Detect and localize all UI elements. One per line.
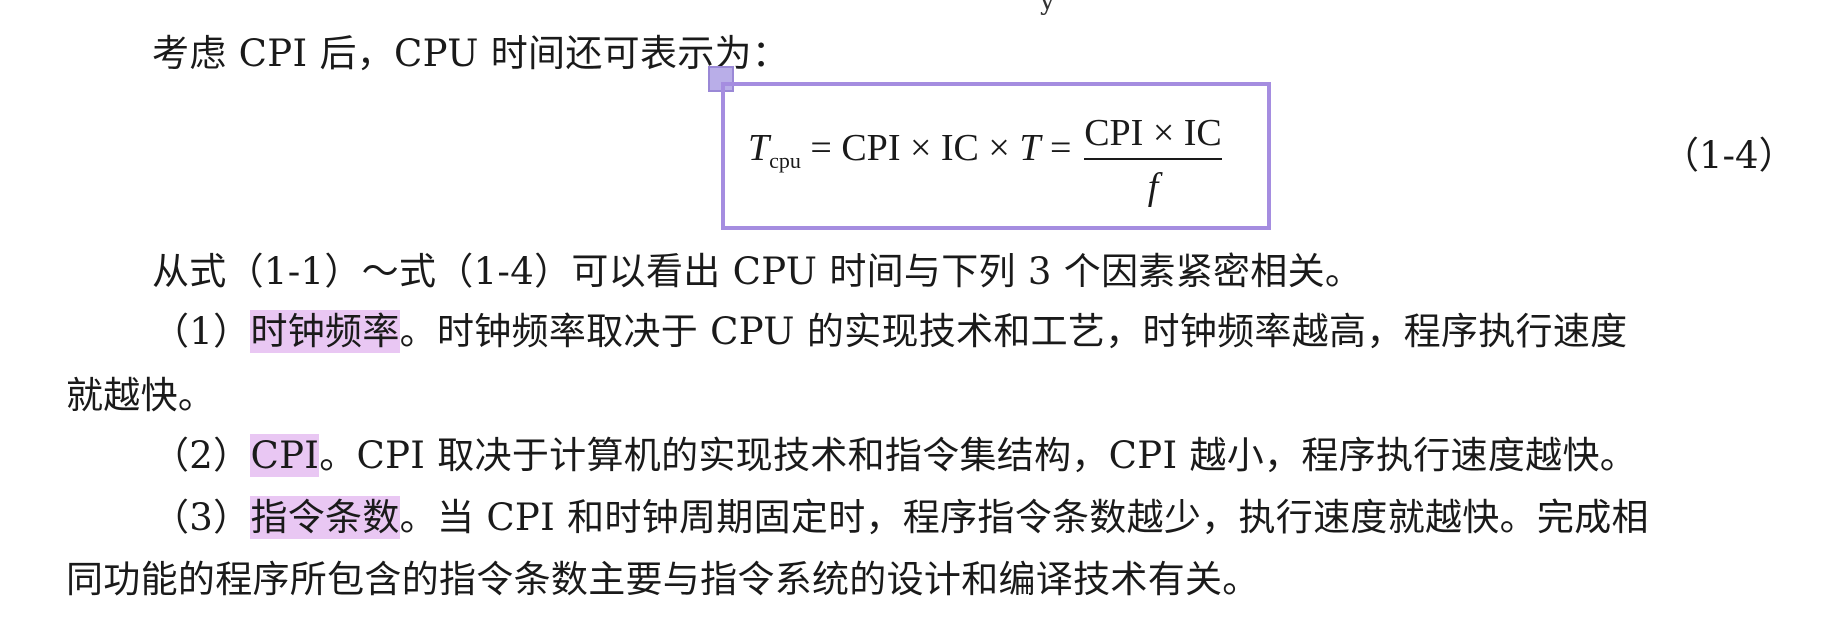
- equation-1-4[interactable]: Tcpu = CPI × IC × T =: [748, 122, 1071, 187]
- equation-selection-box[interactable]: [721, 82, 1271, 230]
- equation-lhs-subscript: cpu: [769, 148, 801, 173]
- item-2-highlight-term[interactable]: CPI: [250, 434, 320, 477]
- item-3-highlight-term[interactable]: 指令条数: [250, 496, 400, 539]
- fraction-bar: [1084, 158, 1222, 160]
- equation-fraction: CPI × IC f: [1084, 110, 1222, 210]
- item-3-line-2: 同功能的程序所包含的指令条数主要与指令系统的设计和编译技术有关。: [66, 558, 1260, 601]
- equation-lhs-symbol: T: [748, 127, 770, 169]
- item-3-prefix: （3）: [152, 496, 251, 539]
- intro-line: 考虑 CPI 后，CPU 时间还可表示为：: [152, 32, 790, 75]
- equation-middle: = CPI × IC ×: [800, 127, 1020, 169]
- item-2-text: 。CPI 取决于计算机的实现技术和指令集结构，CPI 越小，程序执行速度越快。: [319, 434, 1638, 477]
- equation-period-var: T: [1019, 127, 1041, 169]
- equation-number: （1-4）: [1662, 134, 1796, 177]
- item-1-line-1: （1）时钟频率。时钟频率取决于 CPU 的实现技术和工艺，时钟频率越高，程序执行…: [152, 306, 1627, 358]
- item-3-line-1: （3）指令条数。当 CPI 和时钟周期固定时，程序指令条数越少，执行速度就越快。…: [152, 492, 1649, 544]
- item-1-highlight-term[interactable]: 时钟频率: [250, 310, 400, 353]
- item-1-text: 。时钟频率取决于 CPU 的实现技术和工艺，时钟频率越高，程序执行速度: [399, 310, 1628, 353]
- equation-equals: =: [1040, 127, 1072, 169]
- item-1-prefix: （1）: [152, 310, 251, 353]
- item-2-line-1: （2）CPI。CPI 取决于计算机的实现技术和指令集结构，CPI 越小，程序执行…: [152, 430, 1637, 482]
- fraction-denominator: f: [1147, 166, 1159, 208]
- item-3-text: 。当 CPI 和时钟周期固定时，程序指令条数越少，执行速度就越快。完成相: [399, 496, 1649, 539]
- item-1-line-2: 就越快。: [66, 374, 216, 417]
- cropped-glyph: y: [1040, 0, 1055, 16]
- fraction-numerator: CPI × IC: [1084, 112, 1222, 154]
- item-2-prefix: （2）: [152, 434, 251, 477]
- summary-line: 从式（1-1）～式（1-4）可以看出 CPU 时间与下列 3 个因素紧密相关。: [152, 250, 1363, 293]
